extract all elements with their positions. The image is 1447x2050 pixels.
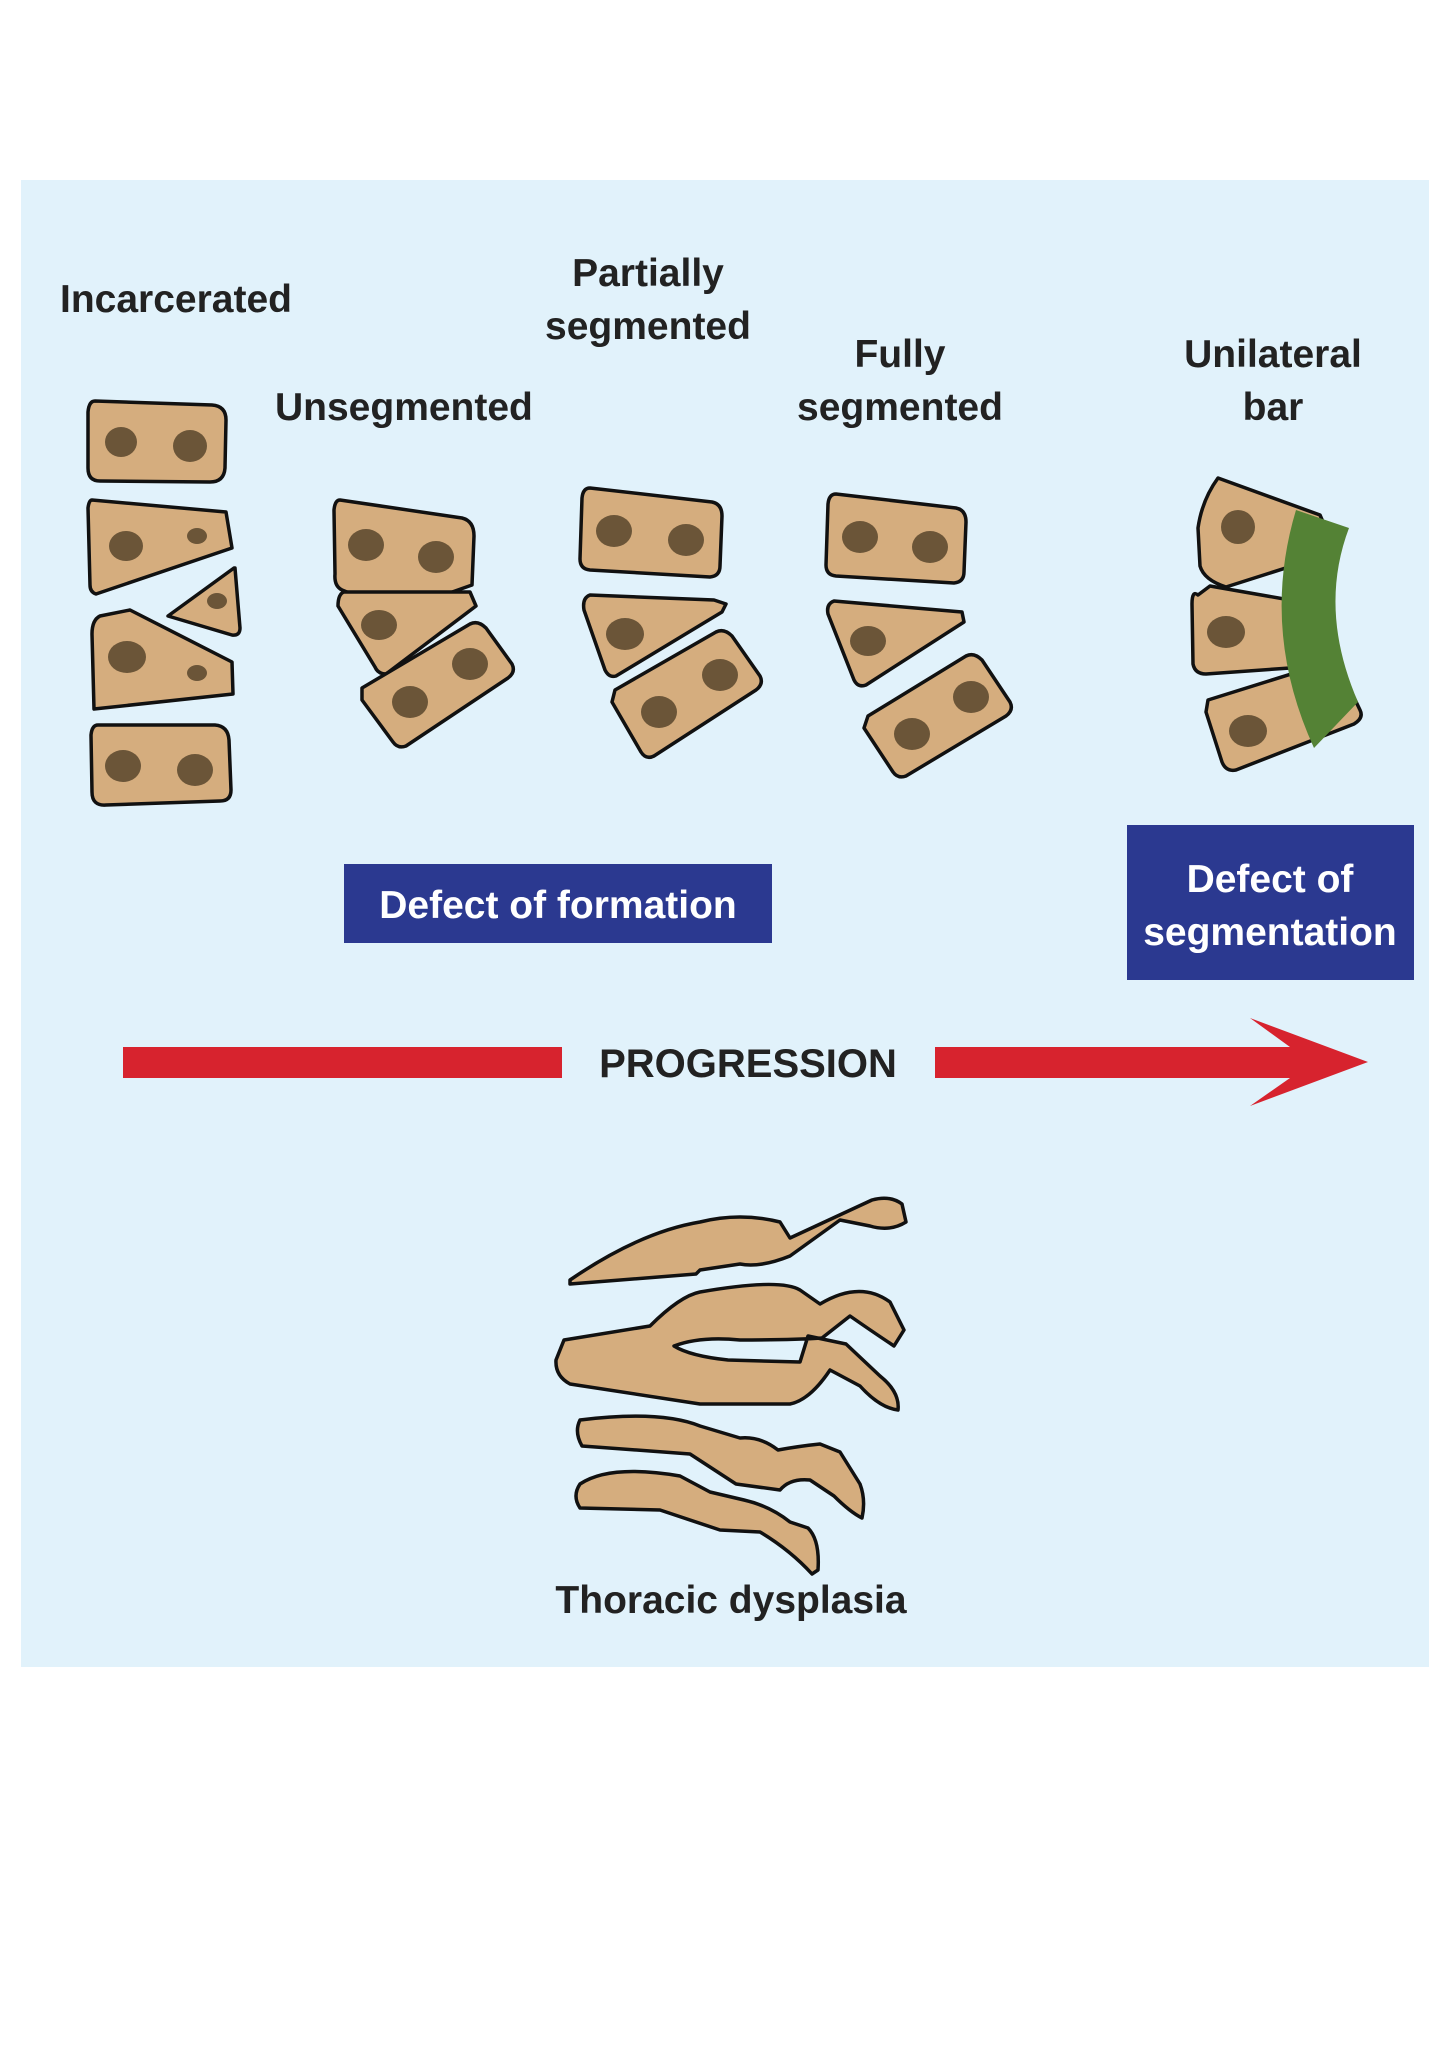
defect-of-segmentation-box: Defect of segmentation	[1127, 825, 1414, 980]
defect-of-segmentation-line1: Defect of	[1187, 858, 1355, 901]
defect-of-formation-text: Defect of formation	[379, 884, 737, 927]
hemivertebra	[825, 599, 966, 688]
progression-label: PROGRESSION	[599, 1042, 897, 1086]
hemivertebra	[581, 593, 728, 679]
unsegmented-vertebrae	[332, 498, 516, 749]
thoracic-dysplasia-ribs	[554, 1196, 908, 1576]
label-unsegmented: Unsegmented	[275, 386, 533, 429]
unilateral-bar	[1281, 510, 1358, 748]
defect-of-formation-box: Defect of formation	[344, 864, 772, 943]
defect-of-segmentation-line2: segmentation	[1143, 911, 1397, 954]
partially-segmented-vertebrae	[578, 486, 764, 760]
progression-arrow: PROGRESSION	[123, 1018, 1368, 1106]
label-incarcerated: Incarcerated	[60, 278, 292, 321]
incarcerated-vertebrae	[86, 399, 242, 807]
label-unilateral-line1: Unilateral	[1184, 333, 1362, 376]
label-thoracic-dysplasia: Thoracic dysplasia	[555, 1579, 906, 1622]
hemivertebra	[90, 608, 235, 711]
label-fully-line1: Fully	[854, 333, 945, 376]
vertebra	[86, 399, 228, 484]
label-partially-line2: segmented	[545, 305, 751, 348]
hemivertebra	[166, 566, 242, 637]
fully-segmented-vertebrae	[824, 492, 1014, 779]
unilateral-bar-vertebrae	[1190, 476, 1363, 773]
vertebra	[332, 498, 476, 614]
label-unilateral-line2: bar	[1243, 386, 1304, 429]
label-fully-line2: segmented	[797, 386, 1003, 429]
vertebra	[89, 723, 233, 807]
label-partially-line1: Partially	[572, 252, 724, 295]
hemivertebra	[86, 498, 234, 596]
